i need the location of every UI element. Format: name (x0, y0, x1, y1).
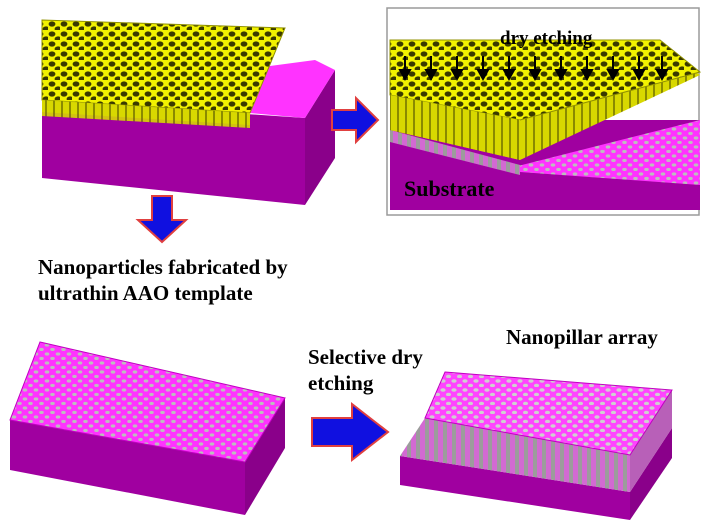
process-arrow-right-bottom (311, 401, 390, 463)
dry-etching-label: dry etching (500, 28, 593, 49)
selective-etching-label-line2: etching (308, 371, 374, 395)
process-arrow-down (135, 195, 189, 244)
selective-etching-label-line1: Selective dry (308, 345, 423, 369)
substrate-label: Substrate (404, 176, 495, 201)
nanopillar-array-block (400, 371, 673, 520)
nanoparticles-label-line2: ultrathin AAO template (38, 281, 253, 305)
dry-etching-panel (386, 7, 702, 216)
nanoparticle-substrate-block (9, 341, 286, 515)
process-arrow-right-top (331, 95, 380, 145)
etch-arrows (398, 56, 669, 82)
nanopillar-array-label: Nanopillar array (506, 325, 658, 349)
aao-on-substrate-block (41, 19, 335, 205)
nanoparticles-label-line1: Nanoparticles fabricated by (38, 255, 288, 279)
